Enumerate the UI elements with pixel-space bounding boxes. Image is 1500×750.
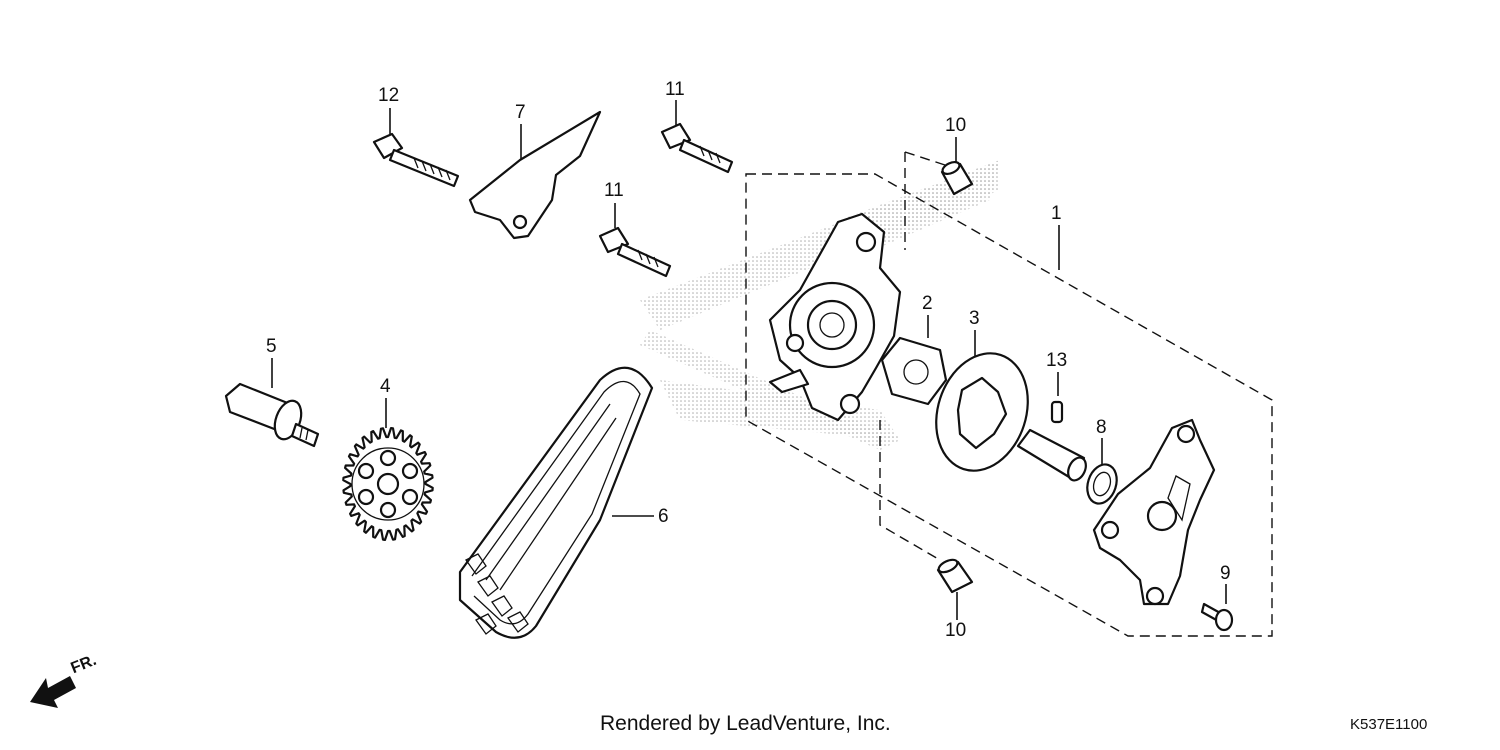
front-arrow-icon (30, 676, 76, 708)
callout-11-lower: 11 (604, 180, 624, 201)
assembly-outline (745, 151, 1273, 637)
dowel-10-lower (936, 558, 974, 594)
bolt-11-upper (660, 122, 734, 174)
callout-10-upper: 10 (945, 115, 967, 136)
callout-6: 6 (658, 506, 669, 527)
pump-cover-plate (1092, 418, 1216, 606)
callout-8: 8 (1096, 417, 1107, 438)
oil-pump-body-1 (768, 212, 902, 422)
diagram-code: K537E1100 (1350, 716, 1428, 733)
callout-7: 7 (515, 102, 526, 123)
callout-13: 13 (1046, 350, 1068, 371)
leader-lines (271, 100, 1227, 620)
pin-13 (1050, 400, 1064, 424)
outer-rotor-3 (935, 352, 1029, 472)
callout-12: 12 (378, 85, 400, 106)
callout-9: 9 (1220, 563, 1231, 584)
collar-5 (224, 382, 320, 448)
callout-4: 4 (380, 376, 391, 397)
callout-11-upper: 11 (665, 79, 685, 100)
drive-chain-6 (458, 366, 654, 639)
pump-shaft (1016, 428, 1087, 482)
bolt-12 (372, 132, 460, 188)
callout-1: 1 (1051, 203, 1062, 224)
callout-10-lower: 10 (945, 620, 967, 641)
callout-2: 2 (922, 293, 933, 314)
callout-3: 3 (969, 308, 980, 329)
sprocket-4 (342, 427, 434, 541)
screw-9 (1200, 602, 1234, 632)
footer-credit: Rendered by LeadVenture, Inc. (600, 712, 891, 735)
callout-5: 5 (266, 336, 277, 357)
dowel-10-upper (940, 160, 974, 196)
inner-rotor-2 (880, 336, 948, 406)
washer-8 (1086, 463, 1118, 505)
guide-plate-7 (468, 110, 602, 240)
bolt-11-lower (598, 226, 672, 278)
